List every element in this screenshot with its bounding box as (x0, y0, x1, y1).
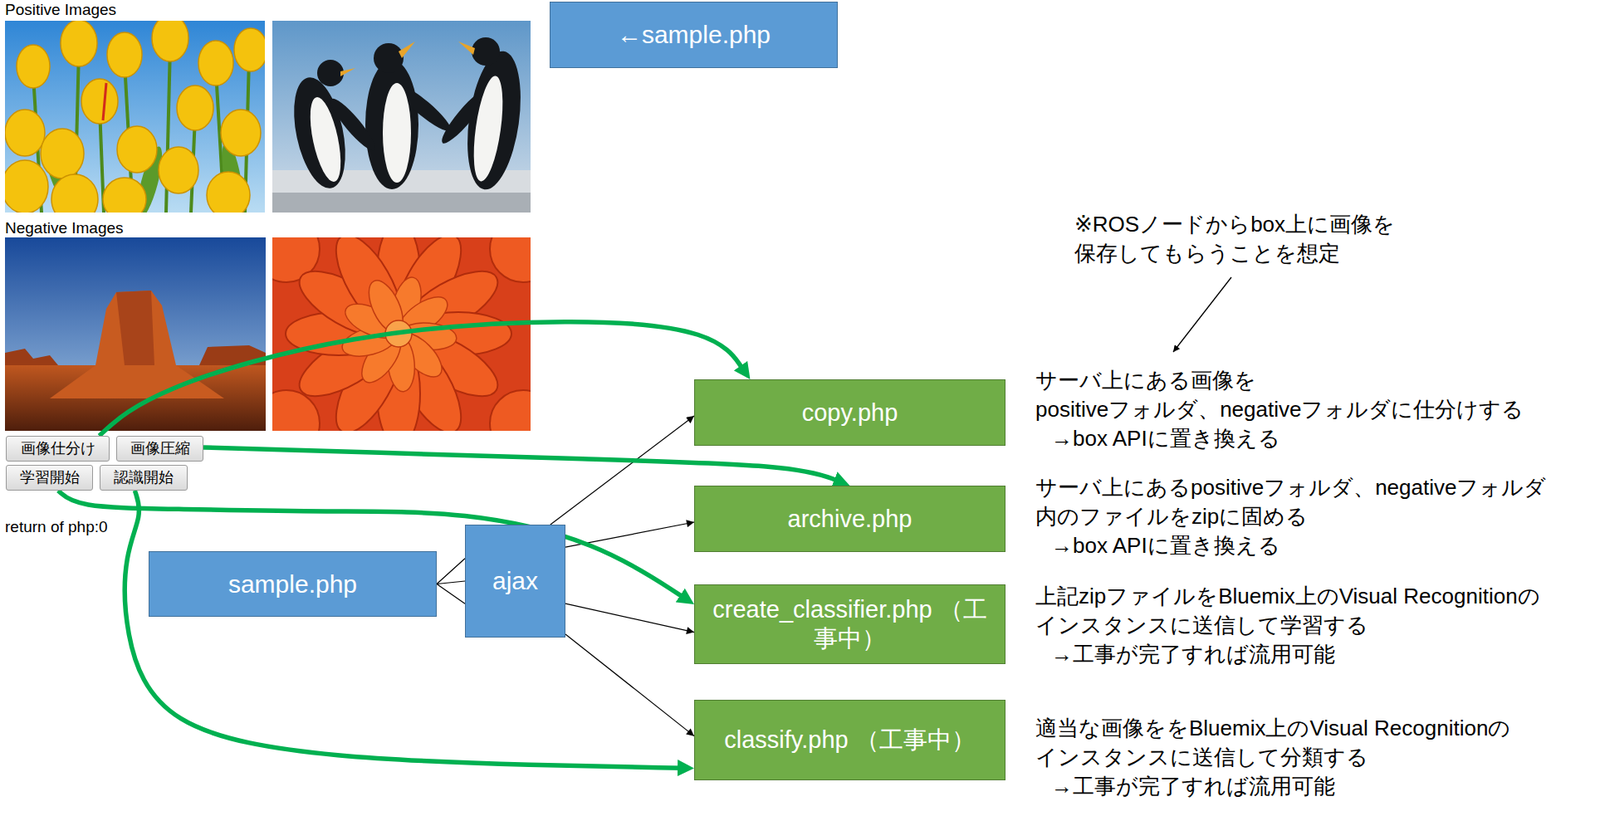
tulip-photo-part-part (117, 126, 157, 173)
penguin-photo-part-part (284, 73, 354, 194)
note-text: →工事が完了すれば流用可能 (1051, 641, 1336, 668)
tulip-photo-part-part (234, 28, 265, 72)
tulip-photo-part-part (151, 20, 189, 62)
node-text: 画像圧縮 (130, 440, 191, 459)
call-line (565, 603, 695, 632)
tulip-photo-part (4, 20, 265, 213)
note-text: インスタンスに送信して学習する (1035, 612, 1369, 639)
penguin-photo-part-part (458, 41, 475, 55)
node-text: classify.php （工事中） (724, 725, 975, 755)
ui-text: Negative Images (4, 219, 124, 239)
note-text: positiveフォルダ、negativeフォルダに仕分けする (1035, 396, 1524, 423)
desert-photo-part (49, 290, 225, 399)
desert-photo-part (116, 290, 155, 366)
ui-button: 画像仕分け (5, 435, 110, 462)
penguin-photo-part-part (471, 37, 500, 66)
penguin-photo-part-part (373, 43, 404, 74)
desert-photo (4, 237, 266, 431)
note-leader (1173, 277, 1232, 353)
trigger-arrow (203, 447, 839, 482)
ui-button: 画像圧縮 (116, 435, 204, 462)
ui-text: Positive Images (4, 0, 117, 20)
node-text: 画像仕分け (20, 440, 96, 459)
php-box: create_classifier.php （工事中） (694, 584, 1006, 665)
trigger-arrow (99, 322, 744, 436)
penguin-photo-part-part (382, 83, 412, 183)
penguin-photo (272, 20, 531, 213)
tulip-photo-part-part (206, 171, 250, 213)
trigger-arrow (124, 490, 683, 769)
penguin-photo-part-part (317, 59, 344, 87)
node-text: ←sample.php (616, 19, 771, 50)
tulip-photo-part-part (81, 78, 118, 124)
note-text: →工事が完了すれば流用可能 (1051, 773, 1336, 800)
node-text: sample.php (228, 569, 358, 600)
note-text: →box APIに置き換える (1051, 533, 1281, 559)
penguin-photo-part (304, 74, 509, 185)
note-text: 保存してもらうことを想定 (1074, 240, 1341, 267)
file-label-box: ←sample.php (549, 1, 838, 69)
penguin-photo-part (272, 192, 531, 213)
tulip-photo-part-part (107, 32, 142, 78)
tulip-photo-part-part (102, 177, 147, 213)
tulip-photo-part-part (51, 174, 98, 213)
note-text: →box APIに置き換える (1051, 425, 1281, 452)
call-line (565, 634, 695, 737)
ajax-box: ajax (464, 524, 566, 638)
penguin-photo-part (340, 41, 475, 77)
ui-button: 認識開始 (99, 464, 188, 491)
note-text: サーバ上にある画像を (1035, 367, 1257, 394)
note-text: 適当な画像ををBluemix上のVisual Recognitionの (1035, 715, 1511, 742)
tulip-photo-part-part (16, 44, 50, 89)
ui-text: return of php:0 (4, 518, 108, 538)
penguin-photo-part (284, 37, 529, 193)
node-text: archive.php (787, 504, 913, 534)
tulip-photo-part-part (158, 146, 199, 194)
node-text: 学習開始 (19, 469, 80, 488)
flower-photo-part-part (489, 390, 531, 431)
tulip-photo-part (102, 83, 107, 121)
node-text: 認識開始 (113, 469, 174, 488)
penguin-photo-part-part (398, 41, 416, 59)
note-text: 内のファイルをzipに固める (1035, 503, 1308, 530)
note-text: インスタンスに送信して分類する (1035, 744, 1369, 771)
ui-button: 学習開始 (5, 464, 93, 491)
penguin-photo-part-part (340, 68, 356, 77)
php-box: archive.php (694, 485, 1006, 553)
tulip-photo-part-part (198, 40, 234, 86)
tulip-photo (4, 20, 265, 213)
tulip-photo-part-part (60, 20, 98, 67)
page-box: sample.php (148, 551, 437, 617)
note-text: 上記zipファイルをBluemix上のVisual Recognitionの (1035, 583, 1541, 610)
penguin-photo-part-part (365, 59, 419, 190)
php-box: classify.php （工事中） (694, 699, 1006, 781)
node-text: create_classifier.php （工事中） (700, 595, 999, 654)
tulip-photo-part-part (40, 128, 84, 179)
tulip-photo-part-part (176, 85, 214, 131)
node-text: ajax (492, 566, 539, 597)
penguin-photo-part-part (304, 94, 348, 185)
penguin-photo-part-part (468, 74, 509, 184)
call-line (550, 415, 695, 525)
tulip-photo-part-part (4, 109, 45, 157)
tulip-photo-part-part (4, 160, 49, 213)
tulip-photo-part-part (220, 109, 261, 157)
node-text: copy.php (802, 398, 899, 428)
desert-photo-part (4, 348, 59, 366)
call-line (436, 558, 465, 604)
penguin-photo-part (272, 20, 531, 213)
note-text: ※ROSノードからbox上に画像を (1074, 211, 1395, 238)
desert-photo-part (4, 237, 266, 431)
note-text: サーバ上にあるpositiveフォルダ、negativeフォルダ (1035, 474, 1547, 501)
php-box: copy.php (694, 379, 1006, 446)
